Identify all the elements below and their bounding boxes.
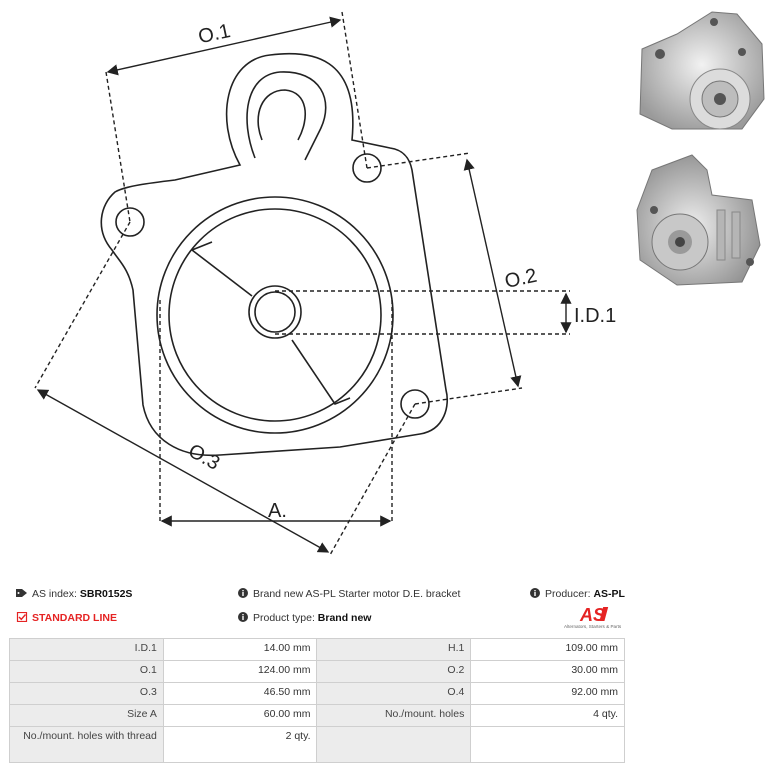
label-id1: I.D.1 [574,305,616,327]
dim-o1 [106,16,342,76]
spec-label: H.1 [316,638,472,661]
tag-icon [16,589,27,597]
spec-value: 4 qty. [470,704,625,727]
spec-value: 46.50 mm [162,682,318,705]
info-icon [238,612,248,622]
spec-value: 124.00 mm [162,660,318,683]
spec-value: 60.00 mm [162,704,318,727]
spec-label: No./mount. holes with thread [9,726,164,763]
dim-o3 [36,389,330,553]
housing-inner-circle [168,208,382,422]
spec-label: O.3 [9,682,164,705]
housing-outer-circle [156,196,394,434]
label-o1: O.1 [196,20,232,48]
spec-value: 109.00 mm [470,638,625,661]
label-o2: O.2 [503,265,539,293]
bracket-outline [100,52,449,457]
spec-label: O.1 [9,660,164,683]
product-type: Product type: Brand new [237,612,371,624]
spec-label [316,726,472,763]
bore-inner [254,291,296,333]
logo-tagline: Alternators, Starters & Parts [564,624,622,629]
info-icon [530,588,540,598]
product-photo-front [639,11,765,130]
spec-label: O.4 [316,682,472,705]
mount-hole-left [115,207,145,237]
description: Brand new AS-PL Starter motor D.E. brack… [237,588,460,600]
spec-value: 92.00 mm [470,682,625,705]
spec-label: No./mount. holes [316,704,472,727]
spec-label: I.D.1 [9,638,164,661]
product-line: STANDARD LINE [16,612,117,624]
product-type-value: Brand new [317,612,372,624]
product-photo-back [636,154,761,286]
producer-value: AS-PL [593,588,625,600]
logo-mark: AS [579,605,605,625]
as-index: AS index: SBR0152S [16,588,132,600]
mount-hole-top-right [352,153,382,183]
spec-value: 14.00 mm [162,638,318,661]
as-pl-logo: AS Alternators, Starters & Parts [564,605,622,629]
check-square-icon [16,612,28,622]
spec-label: O.2 [316,660,472,683]
producer: Producer: AS-PL [529,588,625,600]
mount-hole-bottom-right [400,389,430,419]
spec-label: Size A [9,704,164,727]
technical-drawing: O.1 O.2 O.3 A. I.D.1 [34,11,616,556]
bore-outer [248,285,302,339]
label-o3: O.3 [184,440,223,475]
label-a: A. [268,500,287,522]
dim-o2 [463,158,522,388]
spec-value: 2 qty. [162,726,318,763]
as-index-value: SBR0152S [79,588,133,600]
info-icon [238,588,248,598]
spec-value [470,726,625,763]
spec-value: 30.00 mm [470,660,625,683]
